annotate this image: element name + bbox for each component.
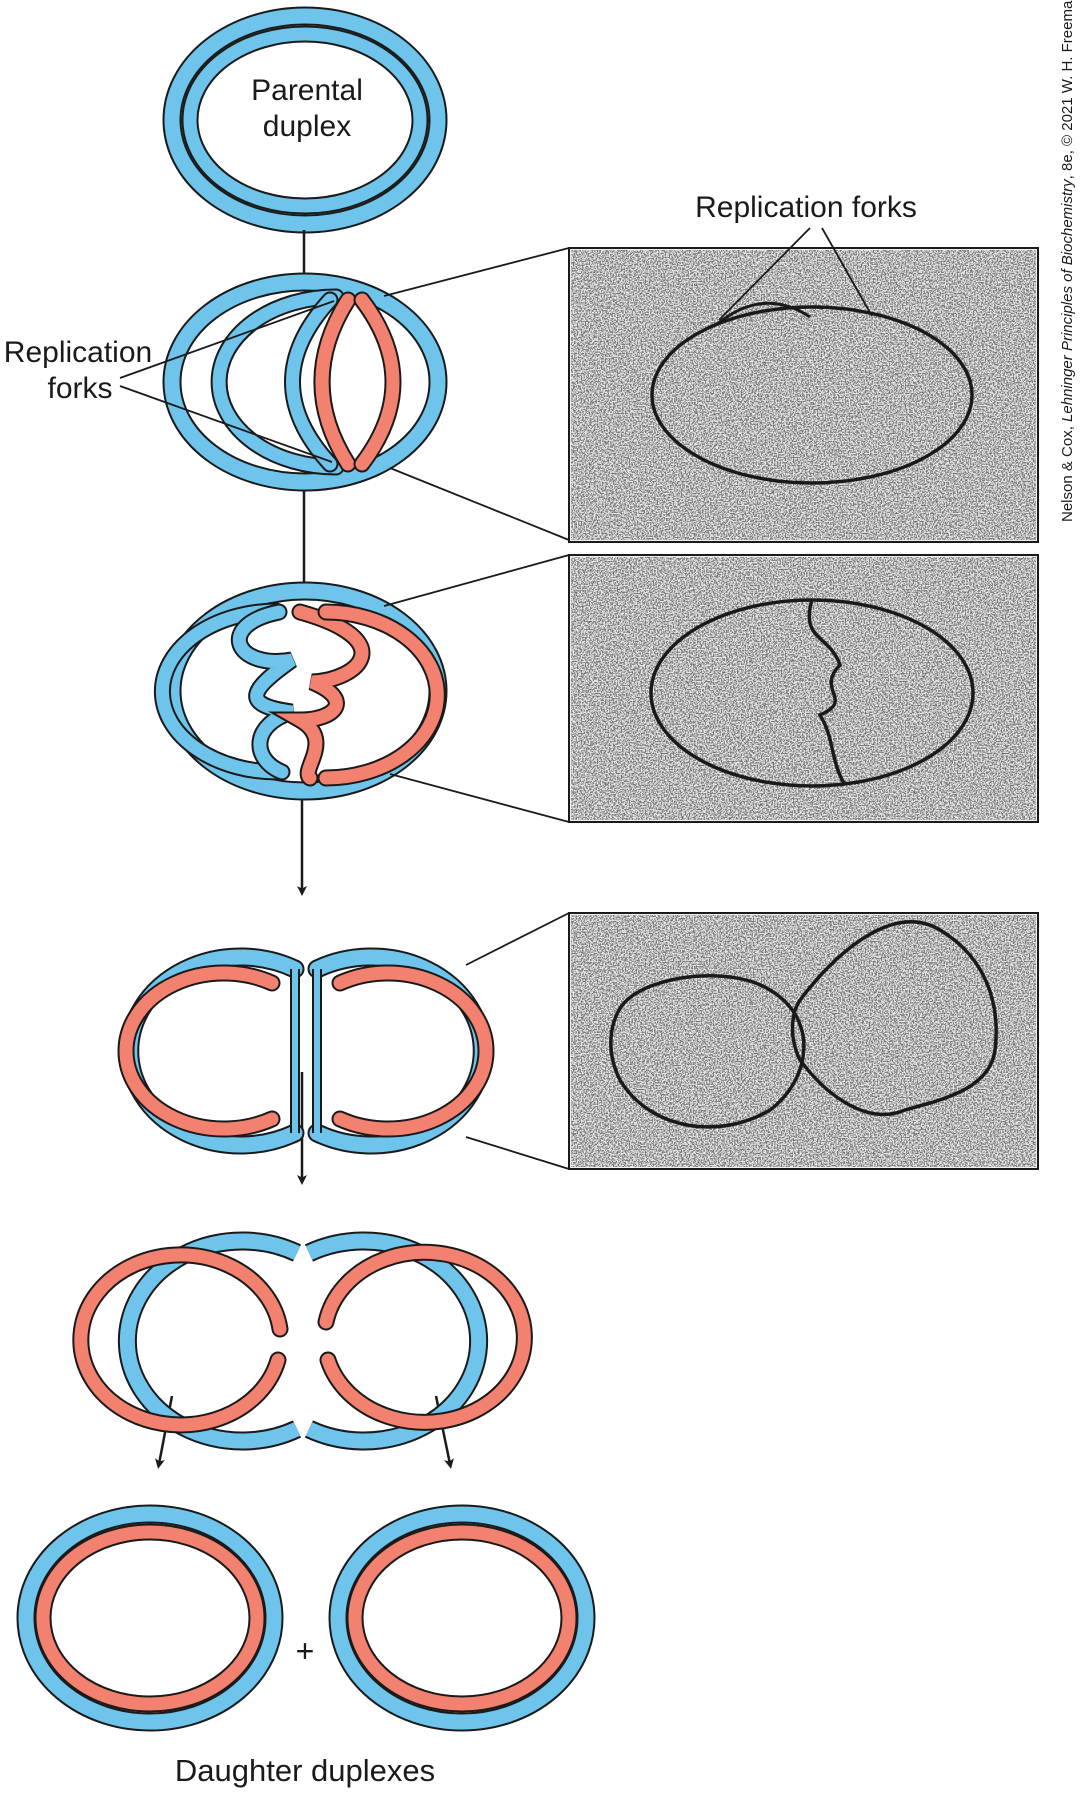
label-duplex: duplex (263, 110, 351, 143)
stage-late-replication (117, 912, 570, 1170)
credit-line: Nelson & Cox, Lehninger Principles of Bi… (1059, 0, 1076, 522)
stage-parental-duplex: Parental duplex (162, 6, 448, 234)
micrograph-early-replication: Replication forks (568, 191, 1039, 543)
micrograph-mid-replication (568, 554, 1039, 823)
stage-mid-replication (153, 554, 570, 823)
label-daughter-duplexes: Daughter duplexes (175, 1753, 435, 1788)
stage-early-replication: Replication forks (4, 247, 570, 541)
label-replication-forks-left: Replication (4, 336, 152, 369)
micrograph-late-replication (568, 912, 1039, 1170)
plus-sign: + (296, 1633, 315, 1669)
stage-figure-eight (72, 1231, 533, 1451)
stage-daughter-duplexes: + Daughter duplexes (16, 1504, 596, 1788)
label-forks-left: forks (47, 372, 112, 405)
label-replication-forks-top: Replication forks (695, 191, 917, 224)
label-parental: Parental (251, 74, 363, 107)
